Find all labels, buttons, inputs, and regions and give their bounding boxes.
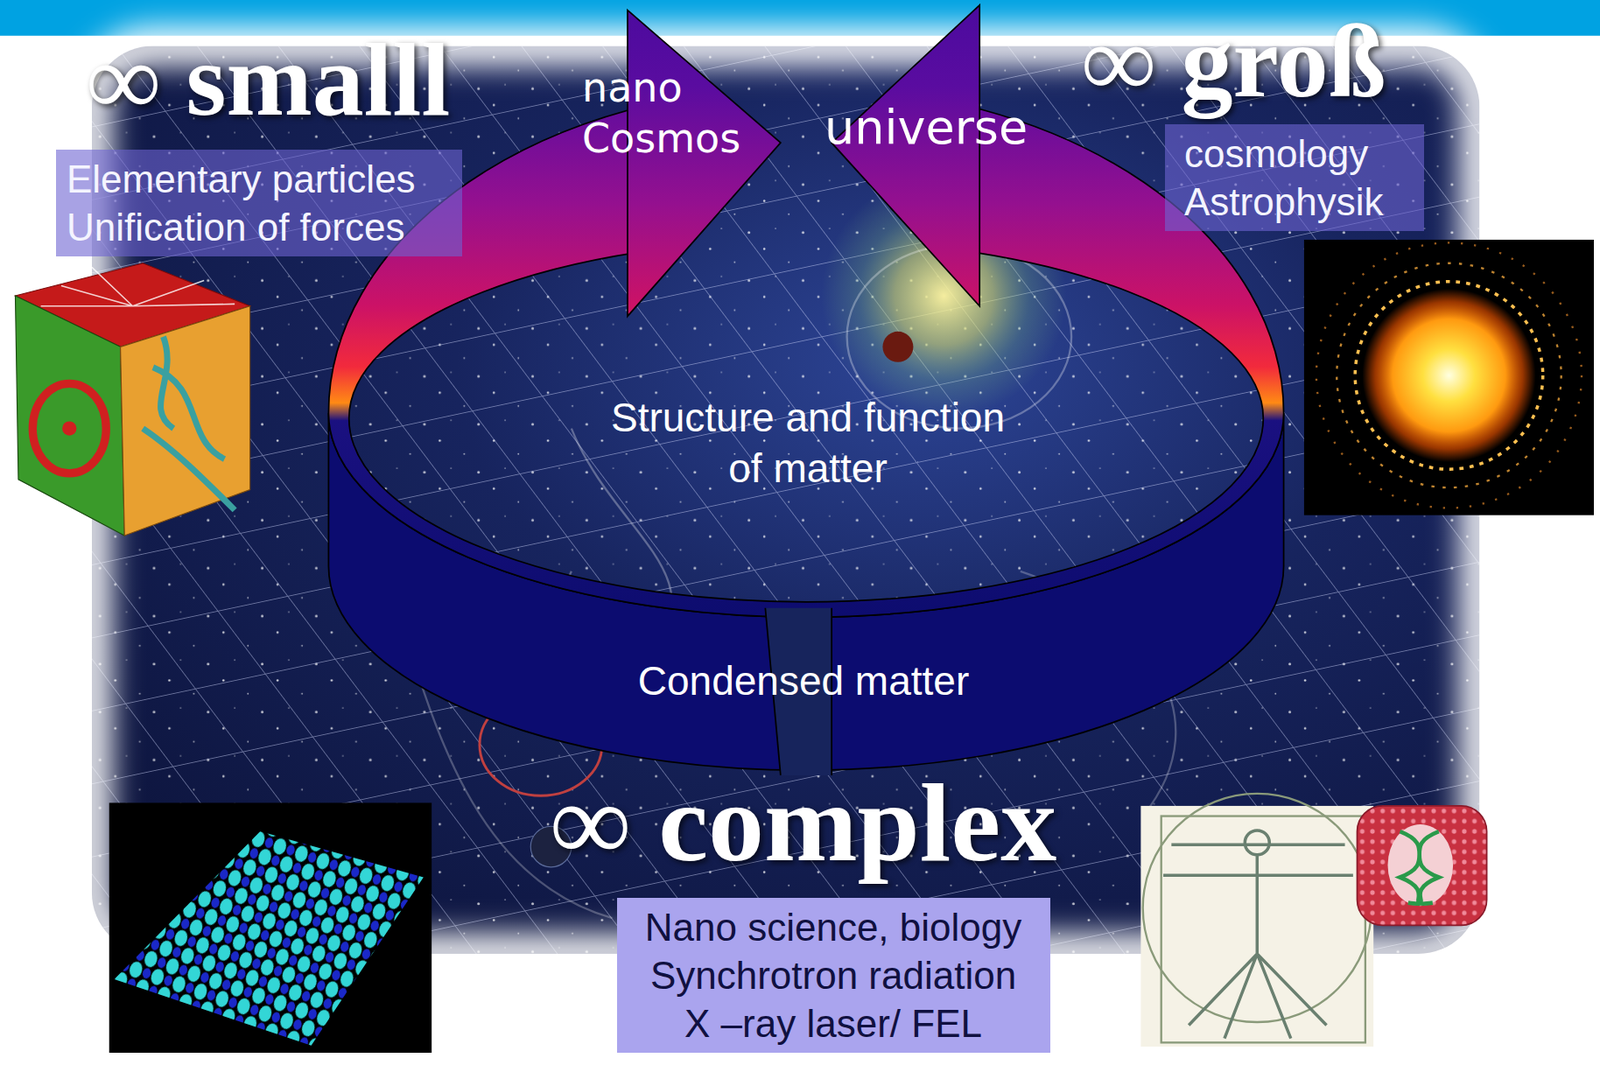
cell-picture — [1357, 806, 1488, 926]
arrow-label: universe — [824, 98, 1028, 158]
topic-box: cosmology Astrophysik — [1164, 124, 1425, 232]
scale-heading: ∞ groß — [1081, 10, 1387, 114]
explosion-picture — [1304, 239, 1594, 516]
arrow-label: nano Cosmos — [582, 63, 784, 164]
box-text: cosmology Astrophysik — [1184, 129, 1404, 226]
band-label: Condensed matter — [638, 656, 969, 708]
scale-heading: ∞ complex — [550, 766, 1057, 879]
detector-cube — [14, 263, 250, 536]
topic-box: Elementary particles Unification of forc… — [56, 149, 463, 257]
topic-box: Nano science, biology Synchrotron radiat… — [617, 898, 1051, 1053]
vitruvian-picture — [1140, 793, 1374, 1047]
cycle-ring — [328, 5, 1284, 776]
box-text: Elementary particles Unification of forc… — [66, 154, 435, 252]
scale-heading: ∞ smalll — [86, 28, 450, 133]
center-label: Structure and function of matter — [597, 392, 1018, 494]
lattice-picture — [109, 802, 432, 1053]
box-text: Nano science, biology Synchrotron radiat… — [638, 903, 1029, 1048]
